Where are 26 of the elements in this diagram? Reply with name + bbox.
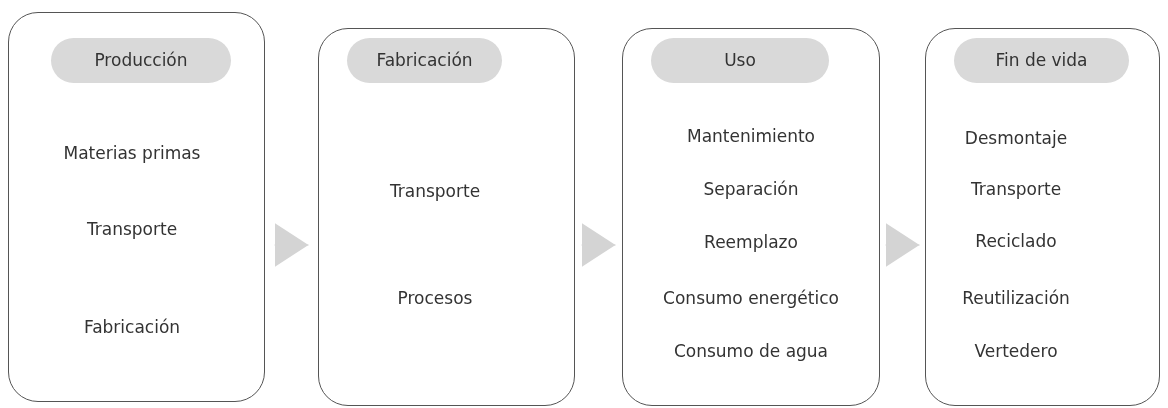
stage-box — [925, 28, 1160, 406]
stage-box — [318, 28, 575, 406]
chevron-arrow — [581, 223, 616, 267]
stage-header-pill: Producción — [51, 38, 231, 83]
stage-box — [8, 12, 265, 402]
stage-item: Fabricación — [83, 316, 181, 338]
stage-box — [622, 28, 880, 406]
stage-item: Mantenimiento — [686, 125, 816, 147]
stage-item: Consumo de agua — [673, 340, 829, 362]
stage-item: Reutilización — [962, 287, 1070, 309]
stage-item: Reciclado — [975, 230, 1057, 252]
stage-item: Consumo energético — [663, 287, 839, 309]
stage-item: Vertedero — [974, 340, 1058, 362]
chevron-arrow — [885, 223, 920, 267]
stage-item: Transporte — [86, 218, 178, 240]
stage-item: Separación — [703, 178, 799, 200]
stage-header-pill: Uso — [651, 38, 829, 83]
stage-header-pill: Fabricación — [347, 38, 502, 83]
stage-item: Materias primas — [63, 142, 201, 164]
stage-item: Procesos — [397, 287, 473, 309]
stage-item: Reemplazo — [704, 231, 798, 253]
stage-item: Desmontaje — [964, 127, 1068, 149]
chevron-arrow — [274, 223, 309, 267]
stage-header-pill: Fin de vida — [954, 38, 1129, 83]
stage-item: Transporte — [970, 178, 1062, 200]
stage-item: Transporte — [389, 180, 481, 202]
